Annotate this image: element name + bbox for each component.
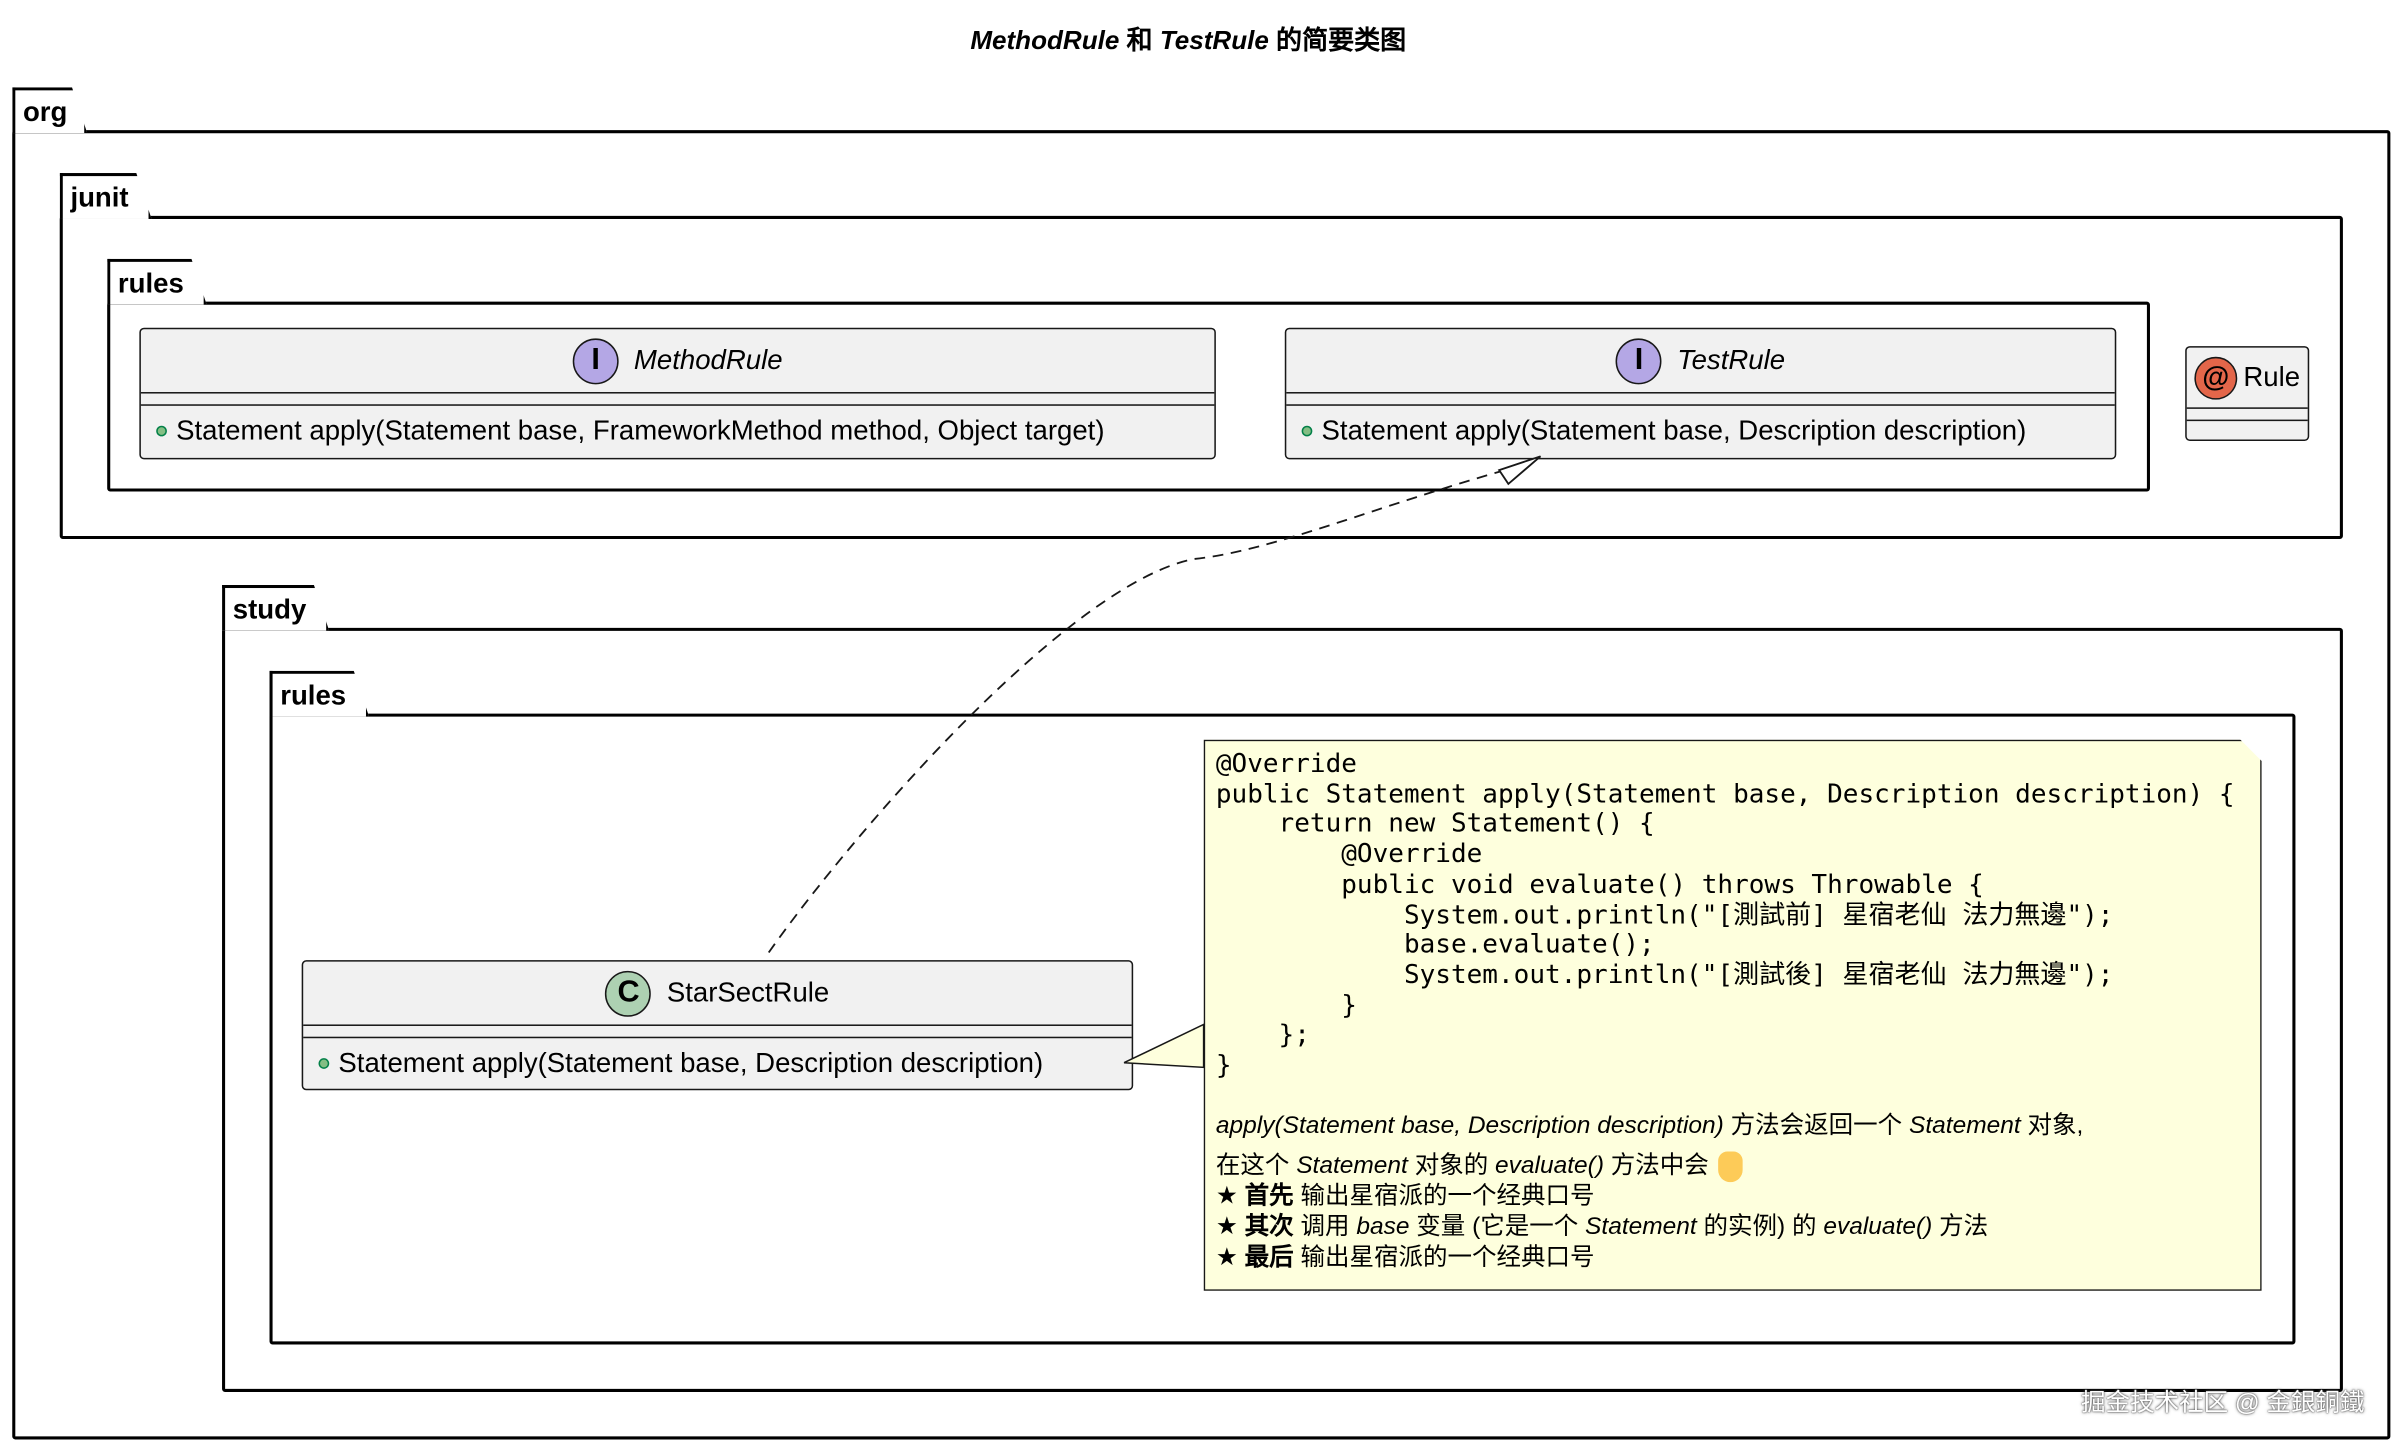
interface-icon: I [572,337,619,384]
annotation-rule[interactable]: @ Rule [2185,346,2310,442]
note-text-span: apply(Statement base, Description descri… [1215,1113,1724,1140]
title-part2: 和 [1119,26,1160,56]
note-line-2: 在这个 Statement 对象的 evaluate() 方法中会 [1216,1152,2083,1183]
realization-arrowhead [1497,455,1542,486]
class-icon: C [605,970,652,1017]
class-name-method-rule: MethodRule [633,344,783,376]
package-junit-tab: junit [60,173,152,219]
class-header: I MethodRule [140,329,1215,394]
note-text-span: 调用 [1293,1214,1357,1241]
method-row: Statement apply(Statement base, Framewor… [141,406,1214,457]
package-study-rules [269,713,2296,1345]
note-text-span: Statement [1585,1214,1697,1241]
diagram-title: MethodRule 和 TestRule 的简要类图 [0,18,2377,56]
package-study-tab: study [222,585,329,631]
public-method-icon [156,425,167,437]
thumbs-down-icon [1718,1152,1743,1183]
note-line-1: apply(Statement base, Description descri… [1216,1112,2083,1143]
method-signature: Statement apply(Statement base, Framewor… [176,414,1105,446]
note-text-span: evaluate() [1823,1214,1933,1241]
note-text-span: 方法中会 [1603,1153,1709,1180]
package-study-rules-tab: rules [270,671,370,717]
class-method-rule[interactable]: I MethodRule Statement apply(Statement b… [139,327,1216,460]
note-text-span: 方法 [1932,1214,1989,1241]
watermark: 掘金技术社区 @ 金銀銅鐵 [2081,1390,2365,1417]
star-icon: ★ [1215,1244,1245,1271]
class-name-rule: Rule [2243,361,2301,393]
note-text-span: 对象的 [1407,1153,1496,1180]
note-text-span: 最后 [1244,1244,1294,1271]
note-text-span: 的实例) 的 [1696,1214,1824,1241]
class-header: C StarSectRule [303,962,1132,1026]
title-part1: MethodRule [970,26,1120,56]
method-signature: Statement apply(Statement base, Descript… [1321,414,2027,446]
realization-edge [767,466,1517,954]
note-text-span: 方法会返回一个 [1723,1113,1909,1140]
note-text-span: evaluate() [1495,1153,1604,1180]
class-star-sect-rule[interactable]: C StarSectRule Statement apply(Statement… [301,960,1134,1091]
package-study [222,627,2343,1392]
note-text: apply(Statement base, Description descri… [1216,1112,2083,1274]
fields-compartment [303,1026,1132,1039]
method-row: Statement apply(Statement base, Descript… [1286,406,2114,457]
package-junit [59,215,2343,540]
note-text-span: 变量 (它是一个 [1409,1214,1586,1241]
fields-compartment [1286,394,2115,406]
note-text-span: Statement [1296,1153,1408,1180]
note-connector [1123,1023,1205,1069]
note-text-span: 首先 [1244,1183,1294,1210]
star-icon: ★ [1215,1214,1245,1241]
class-name-star-sect-rule: StarSectRule [666,976,830,1008]
fields-compartment [2186,409,2308,422]
note-text-span: 在这个 [1215,1153,1297,1180]
note-text-span: 输出星宿派的一个经典口号 [1293,1183,1595,1210]
note: @Override public Statement apply(Stateme… [1204,740,2262,1291]
class-test-rule[interactable]: I TestRule Statement apply(Statement bas… [1284,327,2117,460]
note-text-span: base [1356,1214,1410,1241]
star-icon: ★ [1215,1183,1245,1210]
note-code: @Override public Statement apply(Stateme… [1215,748,2235,1082]
class-name-test-rule: TestRule [1677,344,1786,376]
note-text-span: Statement [1908,1113,2021,1140]
class-header: I TestRule [1286,329,2115,394]
fields-compartment [140,394,1215,406]
public-method-icon [318,1057,330,1069]
package-org [12,130,2391,1440]
package-junit-rules [107,301,2150,492]
public-method-icon [1301,425,1313,437]
method-row: Statement apply(Statement base, Descript… [303,1038,1131,1087]
title-part3: TestRule [1159,26,1269,56]
note-text-span: 输出星宿派的一个经典口号 [1293,1244,1595,1271]
note-bullet-2: ★ 其次 调用 base 变量 (它是一个 Statement 的实例) 的 e… [1216,1213,2083,1244]
class-header: @ Rule [2186,348,2308,409]
method-signature: Statement apply(Statement base, Descript… [338,1046,1044,1078]
interface-icon: I [1616,337,1662,384]
note-text-span: 对象, [2020,1113,2084,1140]
note-bullet-3: ★ 最后 输出星宿派的一个经典口号 [1216,1243,2083,1274]
annotation-icon: @ [2194,356,2238,399]
note-text-span: 其次 [1244,1214,1294,1241]
title-part4: 的简要类图 [1268,26,1407,56]
note-bullet-1: ★ 首先 输出星宿派的一个经典口号 [1216,1182,2083,1213]
